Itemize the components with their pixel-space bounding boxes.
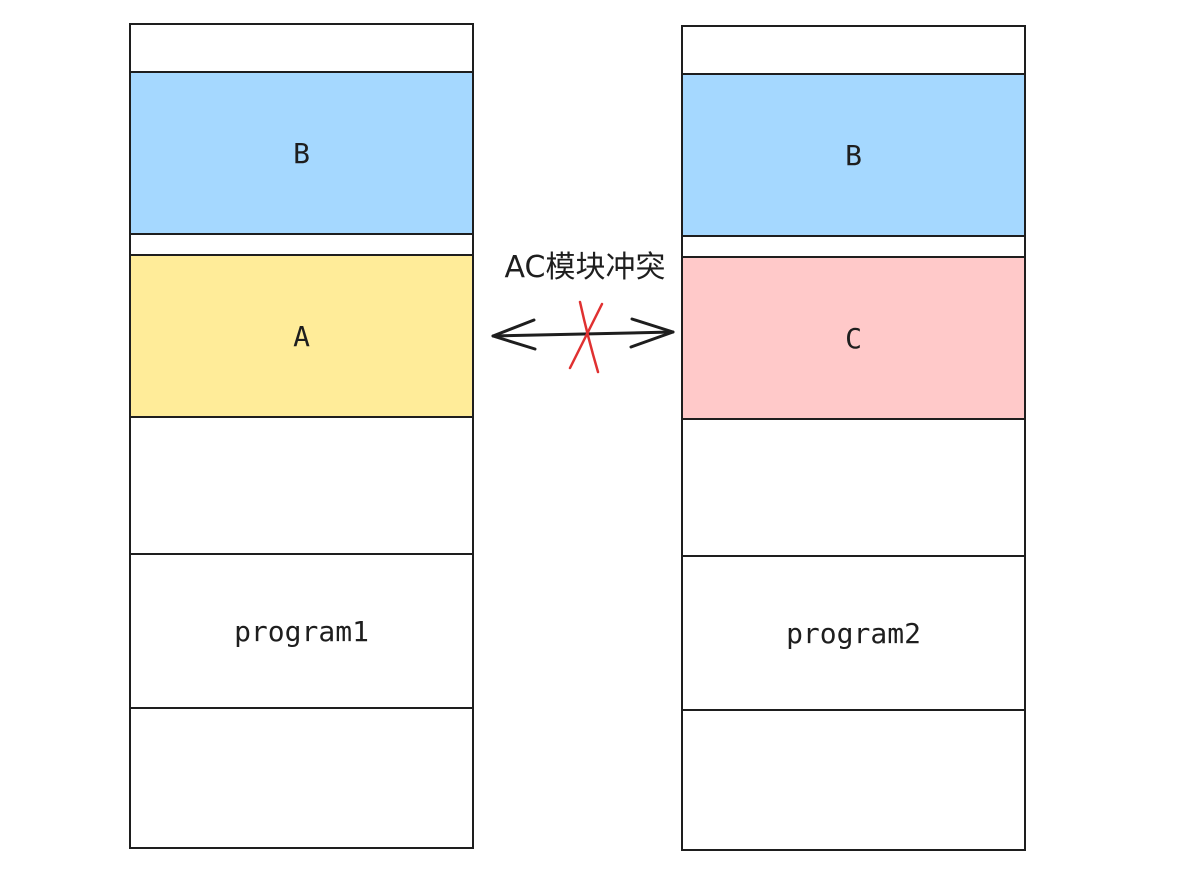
left-empty-bottom <box>131 707 472 847</box>
right-empty-gap <box>683 235 1024 256</box>
left-program-block: program1 <box>131 553 472 707</box>
left-memory-stack: B A program1 <box>129 23 474 849</box>
right-program-block: program2 <box>683 555 1024 709</box>
left-module-a-label: A <box>293 319 310 353</box>
left-empty-middle <box>131 416 472 553</box>
right-memory-stack: B C program2 <box>681 25 1026 851</box>
right-empty-bottom <box>683 709 1024 849</box>
left-module-b: B <box>131 71 472 233</box>
left-module-a: A <box>131 254 472 416</box>
right-module-b-label: B <box>845 138 862 172</box>
right-empty-middle <box>683 418 1024 555</box>
conflict-arrow <box>491 300 675 374</box>
right-module-c-label: C <box>845 321 862 355</box>
left-empty-gap <box>131 233 472 254</box>
arrow-head-right <box>629 317 675 349</box>
right-module-c: C <box>683 256 1024 418</box>
arrow-head-left <box>491 318 537 351</box>
arrow-shaft <box>491 330 675 338</box>
right-module-b: B <box>683 73 1024 235</box>
cross-mark-icon <box>578 300 600 374</box>
left-empty-top <box>131 25 472 71</box>
left-program-label: program1 <box>234 614 369 648</box>
cross-mark-stroke-2 <box>568 302 604 370</box>
conflict-label: AC模块冲突 <box>504 250 666 285</box>
right-empty-top <box>683 27 1024 73</box>
left-module-b-label: B <box>293 136 310 170</box>
right-program-label: program2 <box>786 616 921 650</box>
